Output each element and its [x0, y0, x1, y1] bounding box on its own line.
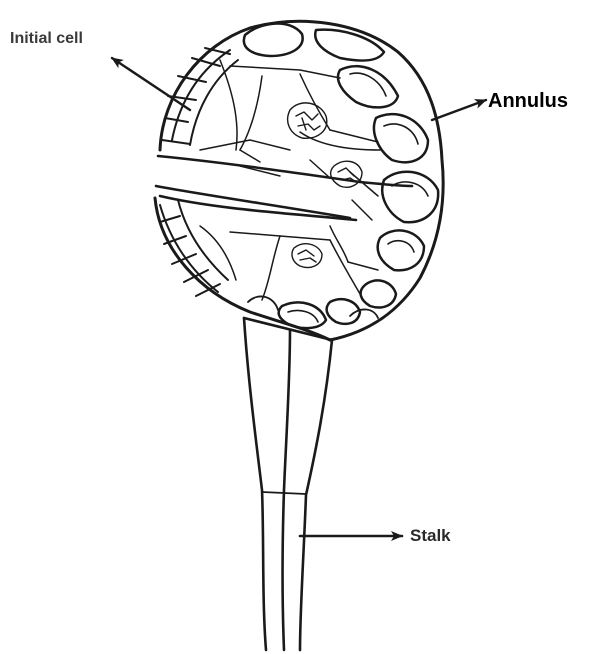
nuclei: [288, 103, 362, 268]
annulus-label: Annulus: [488, 90, 568, 113]
stomium-lines: [156, 156, 412, 220]
initial-cell-label: Initial cell: [10, 30, 83, 48]
stalk-label: Stalk: [410, 526, 451, 546]
annulus-cells: [244, 24, 438, 329]
capsule-outline: [155, 21, 443, 340]
annulus-arrow: [432, 100, 486, 120]
initial-cells: [160, 48, 238, 296]
initial-cell-arrow: [112, 58, 190, 110]
stalk-drawing: [244, 318, 332, 650]
